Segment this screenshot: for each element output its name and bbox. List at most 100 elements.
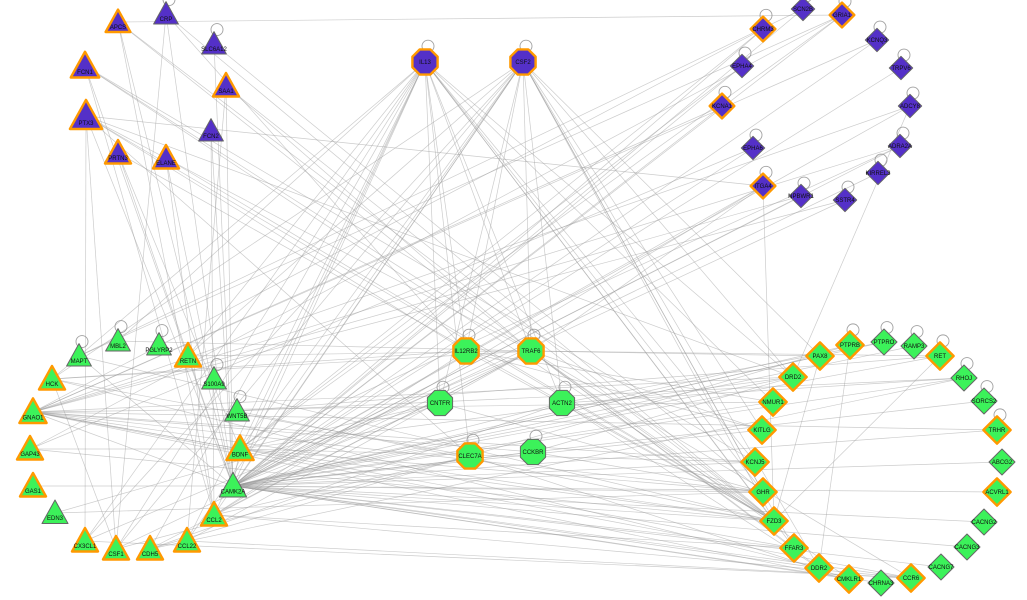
node-saa1[interactable]: SAA1 [211, 71, 241, 98]
node-trhr[interactable]: TRHR [982, 408, 1012, 445]
node-fcn1[interactable]: FCN1 [69, 50, 101, 79]
edge-wnt5b-rhoj [236, 377, 965, 412]
diamond-shape-cmklr1 [834, 564, 864, 594]
edge-npbwr1-gnao1 [32, 195, 802, 413]
diamond-shape-kcnq3 [864, 27, 890, 53]
node-pglyrp2[interactable]: PGLYRP2 [145, 324, 173, 356]
edge-mapt-camk2a [78, 355, 234, 487]
node-gap43[interactable]: GAP43 [15, 434, 45, 461]
node-npbwr1[interactable]: NPBWR1 [788, 176, 814, 209]
edge-camk2a-ramp3 [232, 345, 915, 487]
node-gria1[interactable]: GRIA1 [828, 0, 856, 29]
diamond-shape-cacng3 [953, 533, 981, 561]
edge-ccl22-ccr6 [186, 540, 912, 579]
node-cacng2[interactable]: CACNG2 [970, 508, 998, 536]
node-crp[interactable]: CRP [153, 0, 179, 25]
edge-il13-ghr [424, 61, 764, 493]
node-kcnj5[interactable]: KCNJ5 [740, 447, 770, 477]
node-ramp3[interactable]: RAMP3 [900, 325, 928, 360]
octagon-shape-traf6 [517, 337, 545, 365]
node-mbl2[interactable]: MBL2 [105, 320, 131, 352]
node-gnao1[interactable]: GNAO1 [18, 397, 48, 425]
diamond-shape-drd2 [778, 362, 808, 392]
edge-kcnq3-gnao1 [32, 39, 878, 413]
edge-gnao1-trhr [32, 411, 998, 431]
octagon-shape-cckbr [519, 438, 547, 466]
diamond-shape-abcg2 [988, 448, 1016, 476]
node-csf1[interactable]: CSF1 [101, 534, 131, 561]
node-sstr4[interactable]: SSTR4 [832, 180, 858, 213]
node-csf2[interactable]: CSF2 [509, 39, 537, 76]
node-edn3[interactable]: EDN3 [41, 499, 69, 524]
edge-cckbr-drd2 [532, 376, 794, 453]
edge-camk2a-ret [232, 355, 941, 487]
node-ptx3[interactable]: PTX3 [68, 98, 104, 131]
node-il13[interactable]: IL13 [411, 39, 439, 76]
node-cckbr[interactable]: CCKBR [519, 429, 547, 466]
diamond-shape-kcnj5 [740, 447, 770, 477]
node-cmklr1[interactable]: CMKLR1 [834, 564, 864, 594]
node-apcs[interactable]: APCS [104, 8, 132, 34]
edge-adcy8-camk2a [232, 105, 911, 487]
edge-edn3-ghr [54, 491, 764, 514]
node-cntfr[interactable]: CNTFR [426, 380, 454, 417]
edge-gria1-gap43 [29, 14, 843, 450]
edge-chrm3-camk2a [232, 28, 764, 487]
diamond-shape-fzd3 [759, 506, 789, 536]
edge-pax8-fzd3 [773, 355, 821, 522]
diamond-shape-scn2b [790, 0, 816, 22]
edge-camk2a-ffar3 [232, 485, 795, 549]
edge-fcn1-ccl2 [84, 65, 215, 516]
node-abcg2[interactable]: ABCG2 [988, 448, 1016, 476]
edge-gria1-camk2a [232, 14, 843, 487]
edge-camk2a-trhr [232, 429, 998, 487]
diamond-shape-chrm3 [749, 15, 777, 43]
node-scn2b[interactable]: SCN2B [790, 0, 816, 22]
node-ccl22[interactable]: CCL22 [172, 526, 202, 553]
diamond-shape-gria1 [828, 1, 856, 29]
self-loop-mapt [75, 335, 89, 349]
triangle-shape-prtn3 [103, 138, 133, 165]
node-gas1[interactable]: GAS1 [18, 471, 48, 498]
node-adcy8[interactable]: ADCY8 [897, 86, 923, 119]
edge-ptx3-drd2 [85, 115, 794, 378]
node-drd2[interactable]: DRD2 [778, 362, 808, 392]
diamond-shape-ret [925, 341, 955, 371]
node-prtn3[interactable]: PRTN3 [103, 138, 133, 165]
triangle-shape-gap43 [15, 434, 45, 461]
node-ptprb[interactable]: PTPRB [835, 323, 865, 360]
edge-traf6-ccl22 [186, 350, 532, 542]
node-trpv6[interactable]: TRPV6 [888, 48, 914, 81]
node-mapt[interactable]: MAPT [66, 335, 92, 367]
diamond-shape-ddr2 [804, 553, 834, 583]
node-elane[interactable]: ELANE [151, 143, 181, 170]
diamond-shape-sstr4 [832, 187, 858, 213]
edge-mapt-fzd3 [78, 355, 775, 522]
edge-elane-ccl2 [165, 157, 215, 516]
octagon-shape-il12rb2 [452, 337, 480, 365]
node-slc6a12[interactable]: SLC6A12 [201, 23, 228, 55]
node-sorcs2[interactable]: SORCS2 [970, 380, 998, 415]
node-rhoj[interactable]: RHOJ [950, 357, 978, 392]
triangle-shape-fcn1 [69, 50, 101, 79]
node-kcnq3[interactable]: KCNQ3 [864, 20, 890, 53]
node-acvrl1[interactable]: ACVRL1 [982, 477, 1012, 507]
node-cacng3[interactable]: CACNG3 [953, 533, 981, 561]
node-cdh5[interactable]: CDH5 [135, 534, 165, 561]
edge-ptx3-itga4 [85, 115, 764, 187]
edge-camk2a-drd2 [232, 376, 794, 487]
triangle-shape-ccl2 [199, 500, 229, 527]
node-ccr6[interactable]: CCR6 [896, 563, 926, 593]
node-adra2a[interactable]: ADRA2A [887, 126, 913, 159]
edge-layer [29, 8, 1003, 584]
node-kcna1[interactable]: KCNA1 [708, 85, 736, 120]
node-ret[interactable]: RET [925, 334, 955, 371]
diamond-shape-chrna3 [867, 569, 895, 597]
diamond-shape-adra2a [887, 133, 913, 159]
triangle-shape-bdnf [225, 434, 255, 462]
diamond-shape-cacng7 [927, 553, 955, 581]
node-cacng7[interactable]: CACNG7 [927, 553, 955, 581]
node-hck[interactable]: HCK [37, 364, 67, 391]
edge-il13-clec7a [424, 61, 471, 457]
